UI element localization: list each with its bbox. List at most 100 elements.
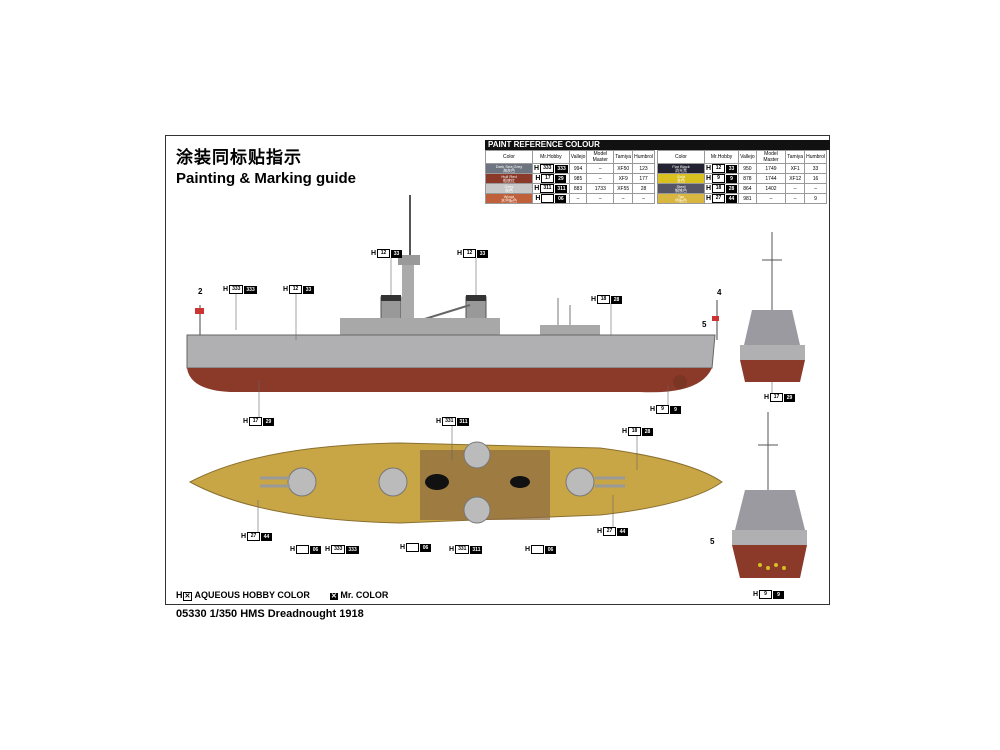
mr-color-code: 29 [784,393,796,402]
mr-color-code: 33 [391,249,403,258]
h-prefix: H [400,544,406,551]
h-prefix: H [371,250,377,257]
h-prefix: H [591,296,597,303]
mr-color-code: 311 [457,417,470,426]
column-header: Model Master [586,150,615,164]
color-name: Wood [503,193,515,199]
mr-color-code: 06 [310,545,322,554]
mr-color-code: 28 [611,295,623,304]
h-prefix: H [650,406,656,413]
color-name-cn: 消光黑 [675,167,687,173]
color-name-cn: 灰色 [505,187,513,193]
legend-mr-icon: ✕ [330,593,338,600]
marker-4: 4 [717,288,722,297]
h-prefix: H [436,418,442,425]
color-callout-top-06b: H 06 [400,543,432,552]
mr-color-code: 06 [420,543,432,552]
color-name-cn: 钢铁色 [675,187,687,193]
aqueous-code: 333 [331,545,346,554]
mr-color-code: 333 [346,545,359,554]
legend-aqueous: H✕ AQUEOUS HOBBY COLOR [176,590,310,601]
mr-color-code: 29 [263,417,275,426]
leader-lines [235,258,773,532]
aqueous-code: 18 [628,427,642,436]
aqueous-code: 331 [442,417,457,426]
h-prefix: H [597,528,603,535]
stern-view [732,412,807,578]
aqueous-code: 12 [377,249,391,258]
aqueous-code [296,545,310,554]
marker-5-stern: 5 [710,537,715,546]
h-prefix: H [525,546,531,553]
h-prefix: H [622,428,628,435]
h-prefix: H [283,286,289,293]
mr-color-code: 44 [261,532,273,541]
h-prefix: H [449,546,455,553]
color-name-cn: 海灰色 [503,167,515,173]
color-name: Dark Sea Grey [495,163,523,169]
aqueous-code: 333 [229,285,244,294]
h-prefix: H [223,286,229,293]
humbrol-code: 9 [804,193,827,204]
aqueous-code: 12 [289,285,303,294]
aqueous-code: 9 [656,405,670,414]
color-name: Steel [676,183,686,189]
top-view [188,441,723,524]
color-name: Grey [504,183,514,189]
humbrol-code: – [632,193,655,204]
legend-mr-color: ✕ Mr. COLOR [330,590,388,600]
h-prefix: H [753,591,759,598]
side-view [186,195,719,393]
mr-color-code: 333 [244,285,257,294]
color-name: Hull Red [501,173,517,179]
color-name-cn: 金色 [677,177,685,183]
h-prefix: H [764,394,770,401]
legend-aqueous-label: AQUEOUS HOBBY COLOR [194,590,310,600]
mr-color-code: 44 [617,527,629,536]
mr-color-code: 33 [303,285,315,294]
h-prefix: H [241,533,247,540]
h-prefix: H [290,546,296,553]
h-prefix: H [243,418,249,425]
mr-color-code: 9 [773,590,785,599]
color-callout-top-06a: H 06 [290,545,322,554]
mr-color-code: 33 [477,249,489,258]
color-name: Flat Black [672,163,690,169]
aqueous-code: 27 [603,527,617,536]
aqueous-code: 18 [597,295,611,304]
aqueous-code: 9 [759,590,773,599]
title-english: Painting & Marking guide [176,170,357,187]
aqueous-code: 12 [463,249,477,258]
legend-box-icon: ✕ [182,592,193,601]
aqueous-code: 27 [247,532,261,541]
mr-color-code: 311 [470,545,483,554]
color-name-cn: 甲板色 [675,197,687,203]
legend-h-icon: H [176,590,183,600]
mr-color-code: 9 [670,405,682,414]
h-prefix: H [325,546,331,553]
